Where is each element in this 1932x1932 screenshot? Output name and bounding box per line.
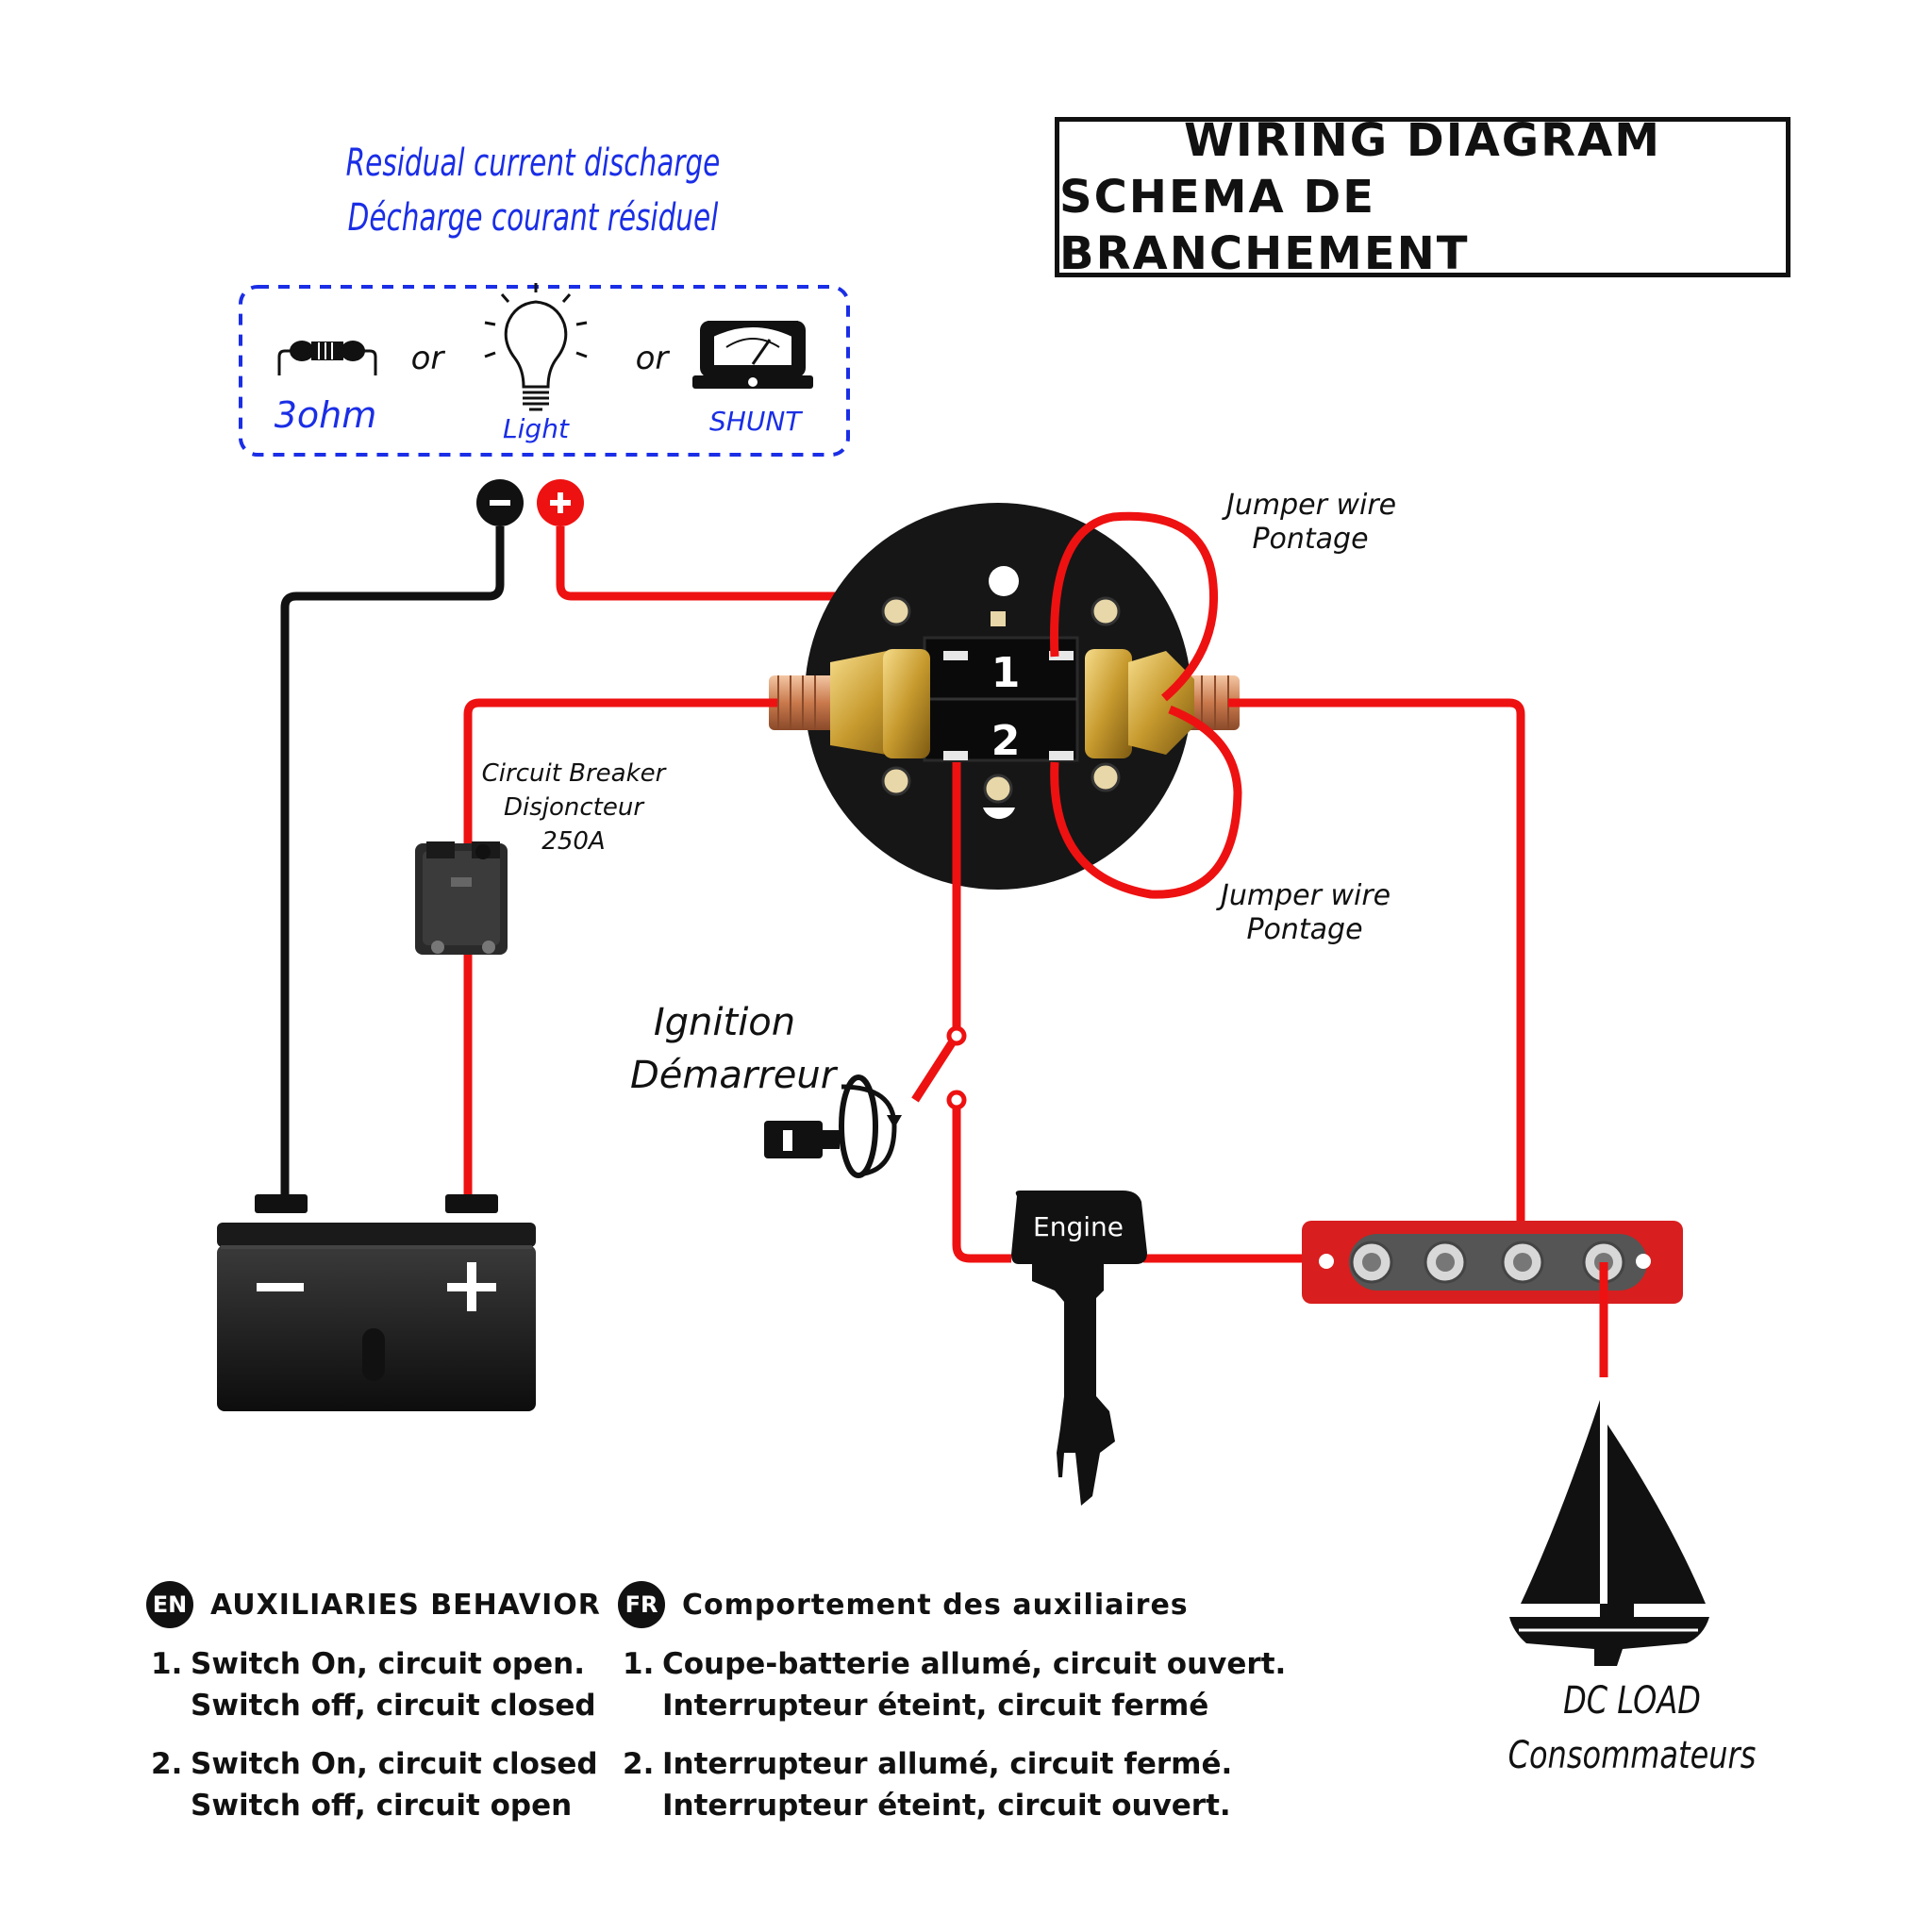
discharge-heading-fr: Décharge courant résiduel [347,196,719,240]
ignition-line1: Ignition [653,1001,796,1044]
circuit-breaker-icon [415,841,508,955]
busbar-feed-wire [1228,698,1525,1243]
shunt-label: SHUNT [709,406,802,437]
legend-en-item-1-num: 1. [151,1647,183,1681]
resistor-icon [277,341,377,375]
legend-en-item-1-line1: Switch On, circuit open. [191,1647,585,1681]
legend-fr-item-2-line2: Interrupteur éteint, circuit ouvert. [662,1789,1231,1823]
ignition-contact-top [946,1025,967,1046]
legend-en-item-2: 2.Switch On, circuit closed Switch off, … [151,1743,598,1826]
engine-feed-wire [952,1108,1011,1263]
jumper-label-bottom: Jumper wire Pontage [1221,879,1391,947]
dc-load-line1: DC LOAD [1563,1679,1701,1723]
breaker-line1: Circuit Breaker [481,759,666,788]
jumper-top-line1: Jumper wire [1226,489,1397,522]
busbar [1302,1221,1683,1304]
legend-fr-item-2-num: 2. [623,1747,655,1781]
switch-left-post [769,649,930,758]
legend-en-item-2-line2: Switch off, circuit open [191,1789,573,1823]
ignition-contact-bottom [946,1090,967,1110]
battery-icon [217,1194,536,1411]
busbar-stud-2 [1424,1241,1467,1284]
battery-minus-sign [257,1283,304,1291]
legend-fr-item-1: 1.Coupe-batterie allumé, circuit ouvert.… [623,1643,1286,1726]
engine-icon: Engine [1011,1191,1147,1506]
legend-en-title: AUXILIARIES BEHAVIOR [210,1588,601,1622]
sailboat-icon [1509,1400,1709,1666]
busbar-stud-1 [1350,1241,1393,1284]
legend-fr-title: Comportement des auxiliaires [682,1588,1189,1622]
engine-label: Engine [1033,1211,1124,1242]
ignition-switch-blade [911,1039,957,1103]
legend-en-header: EN AUXILIARIES BEHAVIOR [146,1581,601,1628]
discharge-box [239,285,850,457]
discharge-positive-terminal [537,479,584,526]
jumper-label-top: Jumper wire Pontage [1226,489,1397,557]
resistor-label: 3ohm [274,394,377,436]
ignition-label: Ignition Démarreur [630,996,837,1102]
title-line-1: WIRING DIAGRAM [1183,114,1662,167]
busbar-stud-3 [1501,1241,1544,1284]
discharge-heading-en: Residual current discharge [345,142,721,185]
ignition-key-icon [764,1074,902,1178]
legend-fr-header: FR Comportement des auxiliaires [618,1581,1189,1628]
legend-fr-item-1-num: 1. [623,1647,655,1681]
shunt-gauge-icon [692,321,813,389]
legend-en-item-1: 1.Switch On, circuit open. Switch off, c… [151,1643,596,1726]
legend-fr-item-1-line2: Interrupteur éteint, circuit fermé [662,1689,1209,1723]
legend-fr-item-1-line1: Coupe-batterie allumé, circuit ouvert. [662,1647,1287,1681]
title-line-2: SCHEMA DE BRANCHEMENT [1059,171,1470,280]
ignition-line2: Démarreur [630,1054,837,1097]
legend-en-item-2-num: 2. [151,1747,183,1781]
jumper-wire-bottom [1050,705,1242,899]
jumper-bottom-line1: Jumper wire [1221,879,1391,912]
jumper-bottom-line2: Pontage [1246,913,1363,946]
or-separator-1: or [410,340,444,377]
fr-badge: FR [618,1581,665,1628]
discharge-negative-terminal [476,479,524,526]
light-bulb-icon [484,283,588,411]
main-positive-wire-top [463,698,777,847]
jumper-top-line2: Pontage [1252,523,1369,556]
contact-2-label: 2 [991,717,1021,765]
contact-1-label: 1 [991,649,1021,697]
switch-right-post [1085,649,1240,758]
breaker-line3: 250A [541,827,606,856]
dc-load-line2: Consommateurs [1507,1734,1757,1777]
breaker-line2: Disjoncteur [503,793,644,822]
light-label: Light [503,413,569,444]
legend-fr-item-2: 2.Interrupteur allumé, circuit fermé. In… [623,1743,1232,1826]
legend-fr-item-2-line1: Interrupteur allumé, circuit fermé. [662,1747,1233,1781]
title-box: WIRING DIAGRAM SCHEMA DE BRANCHEMENT [1055,114,1790,280]
or-separator-2: or [635,340,669,377]
legend-en-item-1-line2: Switch off, circuit closed [191,1689,596,1723]
legend-en-item-2-line1: Switch On, circuit closed [191,1747,598,1781]
jumper-wire-top [1050,511,1219,702]
en-badge: EN [146,1581,193,1628]
negative-wire [280,526,505,1198]
breaker-label: Circuit Breaker Disjoncteur 250A [479,757,668,858]
battery-switch: 1 2 [805,503,1191,890]
